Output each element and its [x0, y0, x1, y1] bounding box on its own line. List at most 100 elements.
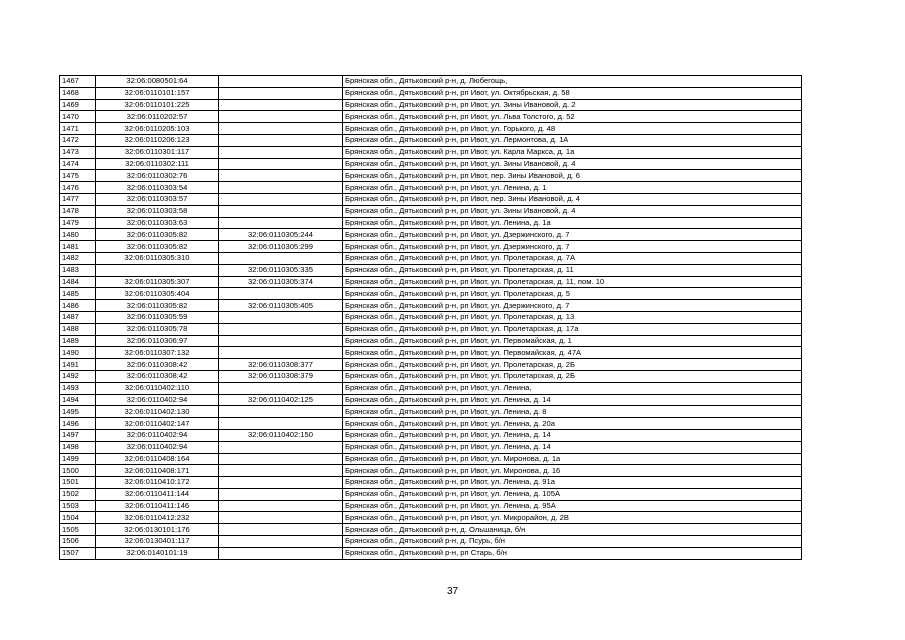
linked-cadastral-number-cell	[218, 405, 343, 419]
linked-cadastral-number-cell	[218, 346, 343, 360]
address-cell: Брянская обл., Дятьковский р-н, рп Ивот,…	[342, 511, 802, 525]
linked-cadastral-number-cell	[218, 75, 343, 88]
linked-cadastral-number-cell	[218, 86, 343, 100]
row-number-cell: 1473	[59, 145, 96, 159]
linked-cadastral-number-cell	[218, 216, 343, 230]
page-number: 37	[446, 586, 459, 597]
address-cell: Брянская обл., Дятьковский р-н, рп Ивот,…	[342, 417, 802, 430]
row-number-cell: 1479	[59, 216, 96, 230]
row-number-cell: 1497	[59, 428, 96, 442]
address-cell: Брянская обл., Дятьковский р-н, рп Ивот,…	[342, 287, 802, 301]
linked-cadastral-number-cell: 32:06:0110305:374	[218, 275, 343, 289]
cadastral-number-cell: 32:06:0110402:94	[95, 428, 219, 442]
row-number-cell: 1489	[59, 334, 96, 348]
cadastral-number-cell: 32:06:0110305:78	[95, 322, 219, 336]
cadastral-number-cell: 32:06:0110206:123	[95, 133, 219, 147]
address-cell: Брянская обл., Дятьковский р-н, рп Ивот,…	[342, 310, 802, 324]
row-number-cell: 1493	[59, 381, 96, 395]
row-number-cell: 1490	[59, 346, 96, 360]
address-cell: Брянская обл., Дятьковский р-н, рп Ивот,…	[342, 275, 802, 289]
address-cell: Брянская обл., Дятьковский р-н, рп Ивот,…	[342, 240, 802, 253]
address-cell: Брянская обл., Дятьковский р-н, рп Ивот,…	[342, 346, 802, 360]
address-cell: Брянская обл., Дятьковский р-н, рп Ивот,…	[342, 263, 802, 277]
row-number-cell: 1481	[59, 240, 96, 253]
row-number-cell: 1482	[59, 251, 96, 265]
cadastral-number-cell: 32:06:0110101:225	[95, 98, 219, 112]
address-cell: Брянская обл., Дятьковский р-н, д. Ольша…	[342, 523, 802, 537]
linked-cadastral-number-cell	[218, 169, 343, 183]
row-number-cell: 1496	[59, 417, 96, 430]
cadastral-number-cell: 32:06:0110307:132	[95, 346, 219, 360]
cadastral-number-cell: 32:06:0140101:19	[95, 546, 219, 560]
address-cell: Брянская обл., Дятьковский р-н, рп Ивот,…	[342, 110, 802, 124]
cadastral-number-cell: 32:06:0110202:57	[95, 110, 219, 124]
linked-cadastral-number-cell	[218, 251, 343, 265]
cadastral-number-cell: 32:06:0110402:110	[95, 381, 219, 395]
address-cell: Брянская обл., Дятьковский р-н, рп Ивот,…	[342, 145, 802, 159]
address-cell: Брянская обл., Дятьковский р-н, рп Ивот,…	[342, 204, 802, 218]
row-number-cell: 1498	[59, 440, 96, 454]
cadastral-number-cell: 32:06:0110411:144	[95, 487, 219, 501]
address-cell: Брянская обл., Дятьковский р-н, рп Ивот,…	[342, 322, 802, 336]
address-cell: Брянская обл., Дятьковский р-н, рп Ивот,…	[342, 464, 802, 478]
address-cell: Брянская обл., Дятьковский р-н, рп Ивот,…	[342, 133, 802, 147]
row-number-cell: 1500	[59, 464, 96, 478]
linked-cadastral-number-cell	[218, 192, 343, 206]
address-cell: Брянская обл., Дятьковский р-н, рп Ивот,…	[342, 440, 802, 454]
row-number-cell: 1467	[59, 75, 96, 88]
linked-cadastral-number-cell	[218, 181, 343, 194]
linked-cadastral-number-cell	[218, 523, 343, 537]
cadastral-number-cell: 32:06:0110305:307	[95, 275, 219, 289]
linked-cadastral-number-cell	[218, 499, 343, 513]
row-number-cell: 1485	[59, 287, 96, 301]
cadastral-number-cell: 32:06:0110411:146	[95, 499, 219, 513]
linked-cadastral-number-cell	[218, 322, 343, 336]
linked-cadastral-number-cell	[218, 381, 343, 395]
address-cell: Брянская обл., Дятьковский р-н, рп Ивот,…	[342, 476, 802, 489]
row-number-cell: 1494	[59, 393, 96, 407]
linked-cadastral-number-cell	[218, 204, 343, 218]
row-number-cell: 1502	[59, 487, 96, 501]
linked-cadastral-number-cell	[218, 98, 343, 112]
cadastral-number-cell: 32:06:0110305:82	[95, 228, 219, 242]
address-cell: Брянская обл., Дятьковский р-н, рп Ивот,…	[342, 169, 802, 183]
linked-cadastral-number-cell	[218, 452, 343, 466]
cadastral-number-cell: 32:06:0110305:310	[95, 251, 219, 265]
address-cell: Брянская обл., Дятьковский р-н, д. Любег…	[342, 75, 802, 88]
address-cell: Брянская обл., Дятьковский р-н, рп Ивот,…	[342, 181, 802, 194]
address-cell: Брянская обл., Дятьковский р-н, рп Ивот,…	[342, 216, 802, 230]
cadastral-number-cell: 32:06:0110205:103	[95, 122, 219, 135]
address-cell: Брянская обл., Дятьковский р-н, рп Ивот,…	[342, 86, 802, 100]
linked-cadastral-number-cell	[218, 487, 343, 501]
row-number-cell: 1474	[59, 157, 96, 171]
row-number-cell: 1507	[59, 546, 96, 560]
row-number-cell: 1503	[59, 499, 96, 513]
row-number-cell: 1486	[59, 299, 96, 312]
row-number-cell: 1504	[59, 511, 96, 525]
address-cell: Брянская обл., Дятьковский р-н, рп Ивот,…	[342, 251, 802, 265]
cadastral-number-cell: 32:06:0110301:117	[95, 145, 219, 159]
row-number-cell: 1470	[59, 110, 96, 124]
